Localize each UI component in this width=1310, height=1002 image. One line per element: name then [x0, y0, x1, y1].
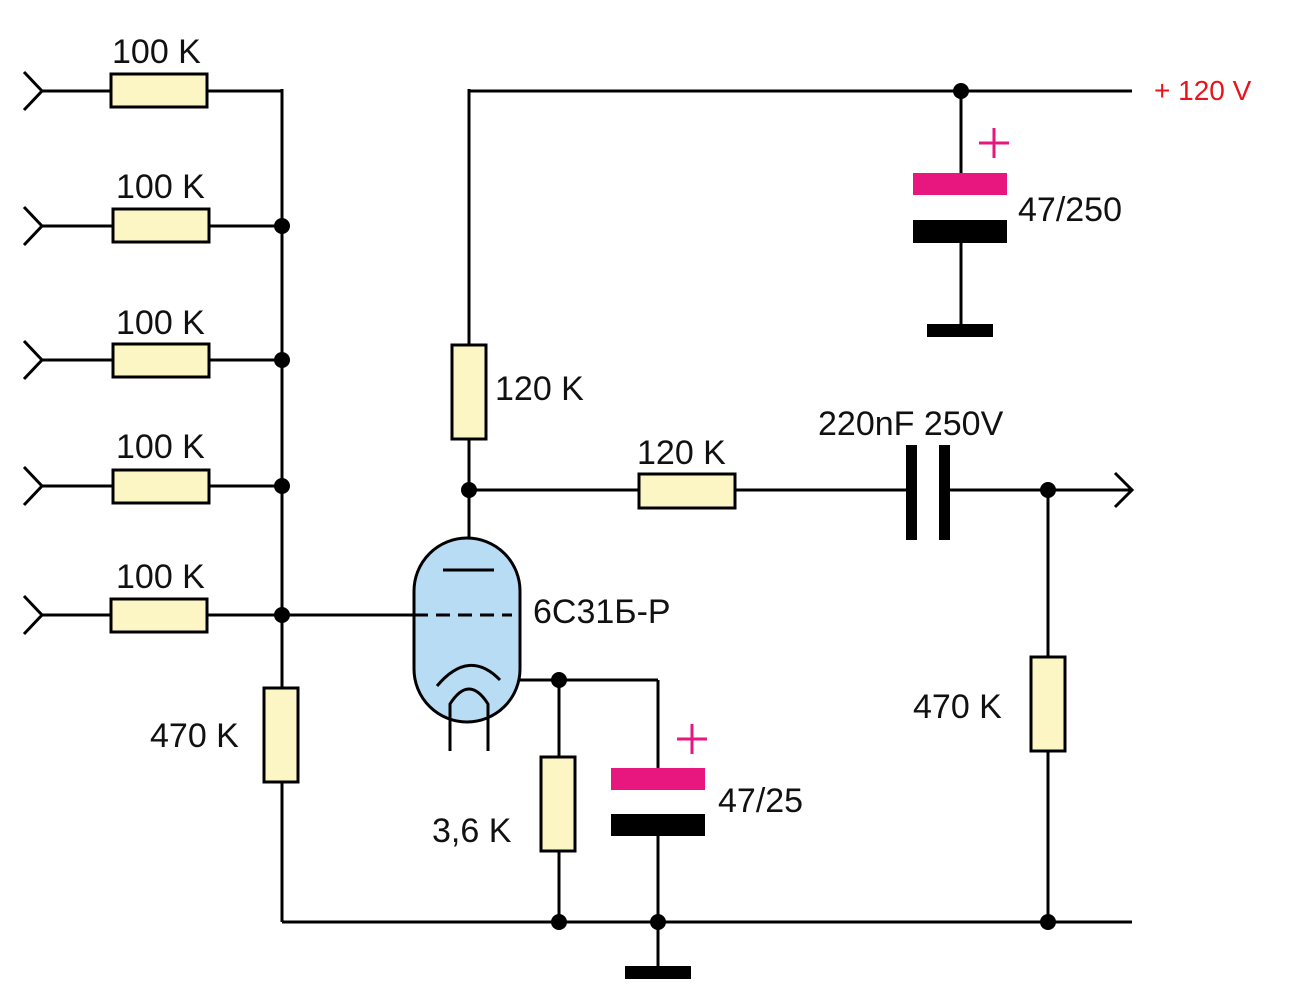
grid-leak-resistor: [262, 686, 300, 784]
input-resistor-4: [111, 468, 211, 505]
coupling-plate-left: [906, 445, 917, 540]
polarity-plus-icon: [677, 724, 707, 754]
input-resistors: [109, 72, 211, 634]
coupling-capacitor: [906, 445, 950, 540]
plate-resistor-label: 120 K: [495, 370, 584, 408]
input-resistor-label-5: 100 K: [116, 558, 205, 596]
cathode-bypass-capacitor: [611, 724, 707, 836]
tube-envelope: [412, 536, 522, 724]
output-series-resistor: [637, 472, 737, 510]
cathode-capacitor-label: 47/25: [718, 782, 803, 820]
input-resistor-2: [111, 207, 211, 244]
input-jack-icon: [22, 339, 45, 381]
cathode-resistor-label: 3,6 K: [432, 812, 512, 850]
component-labels: 100 K 100 K 100 K 100 K 100 K 470 K 120 …: [112, 33, 1252, 850]
junctions: [274, 83, 1056, 930]
wiring: [40, 89, 1132, 970]
load-resistor: [1029, 655, 1067, 753]
input-jack-icon: [22, 465, 45, 507]
ground-icon: [625, 966, 691, 979]
input-resistor-3: [111, 342, 211, 379]
positive-plate: [611, 768, 705, 790]
input-resistor-label-3: 100 K: [116, 304, 205, 342]
input-jacks: [22, 70, 45, 636]
vacuum-tube-icon: [412, 536, 522, 751]
output-arrow-icon: [1113, 471, 1135, 509]
negative-plate: [611, 814, 705, 836]
supply-voltage-label: + 120 V: [1154, 75, 1252, 106]
supply-filter-capacitor: [913, 128, 1009, 243]
input-resistor-1: [109, 72, 209, 109]
supply-capacitor-label: 47/250: [1018, 191, 1122, 229]
polarity-plus-icon: [979, 128, 1009, 158]
ground-icon: [927, 324, 993, 337]
coupling-plate-right: [939, 445, 950, 540]
tube-heater: [448, 687, 490, 751]
input-jack-icon: [22, 594, 45, 636]
input-jack-icon: [22, 205, 45, 247]
input-resistor-label-1: 100 K: [112, 33, 201, 71]
output-series-resistor-label: 120 K: [637, 434, 726, 472]
tube-cathode: [435, 664, 502, 687]
input-resistor-label-2: 100 K: [116, 168, 205, 206]
negative-plate: [913, 220, 1007, 243]
input-jack-icon: [22, 70, 45, 112]
coupling-capacitor-label: 220nF 250V: [818, 405, 1004, 443]
plate-resistor: [450, 343, 488, 441]
tube-label: 6С31Б-Р: [533, 593, 671, 631]
load-resistor-label: 470 K: [913, 688, 1002, 726]
input-resistor-label-4: 100 K: [116, 428, 205, 466]
grid-leak-resistor-label: 470 K: [150, 717, 239, 755]
cathode-resistor: [539, 755, 577, 853]
positive-plate: [913, 173, 1007, 195]
input-resistor-5: [109, 597, 209, 634]
